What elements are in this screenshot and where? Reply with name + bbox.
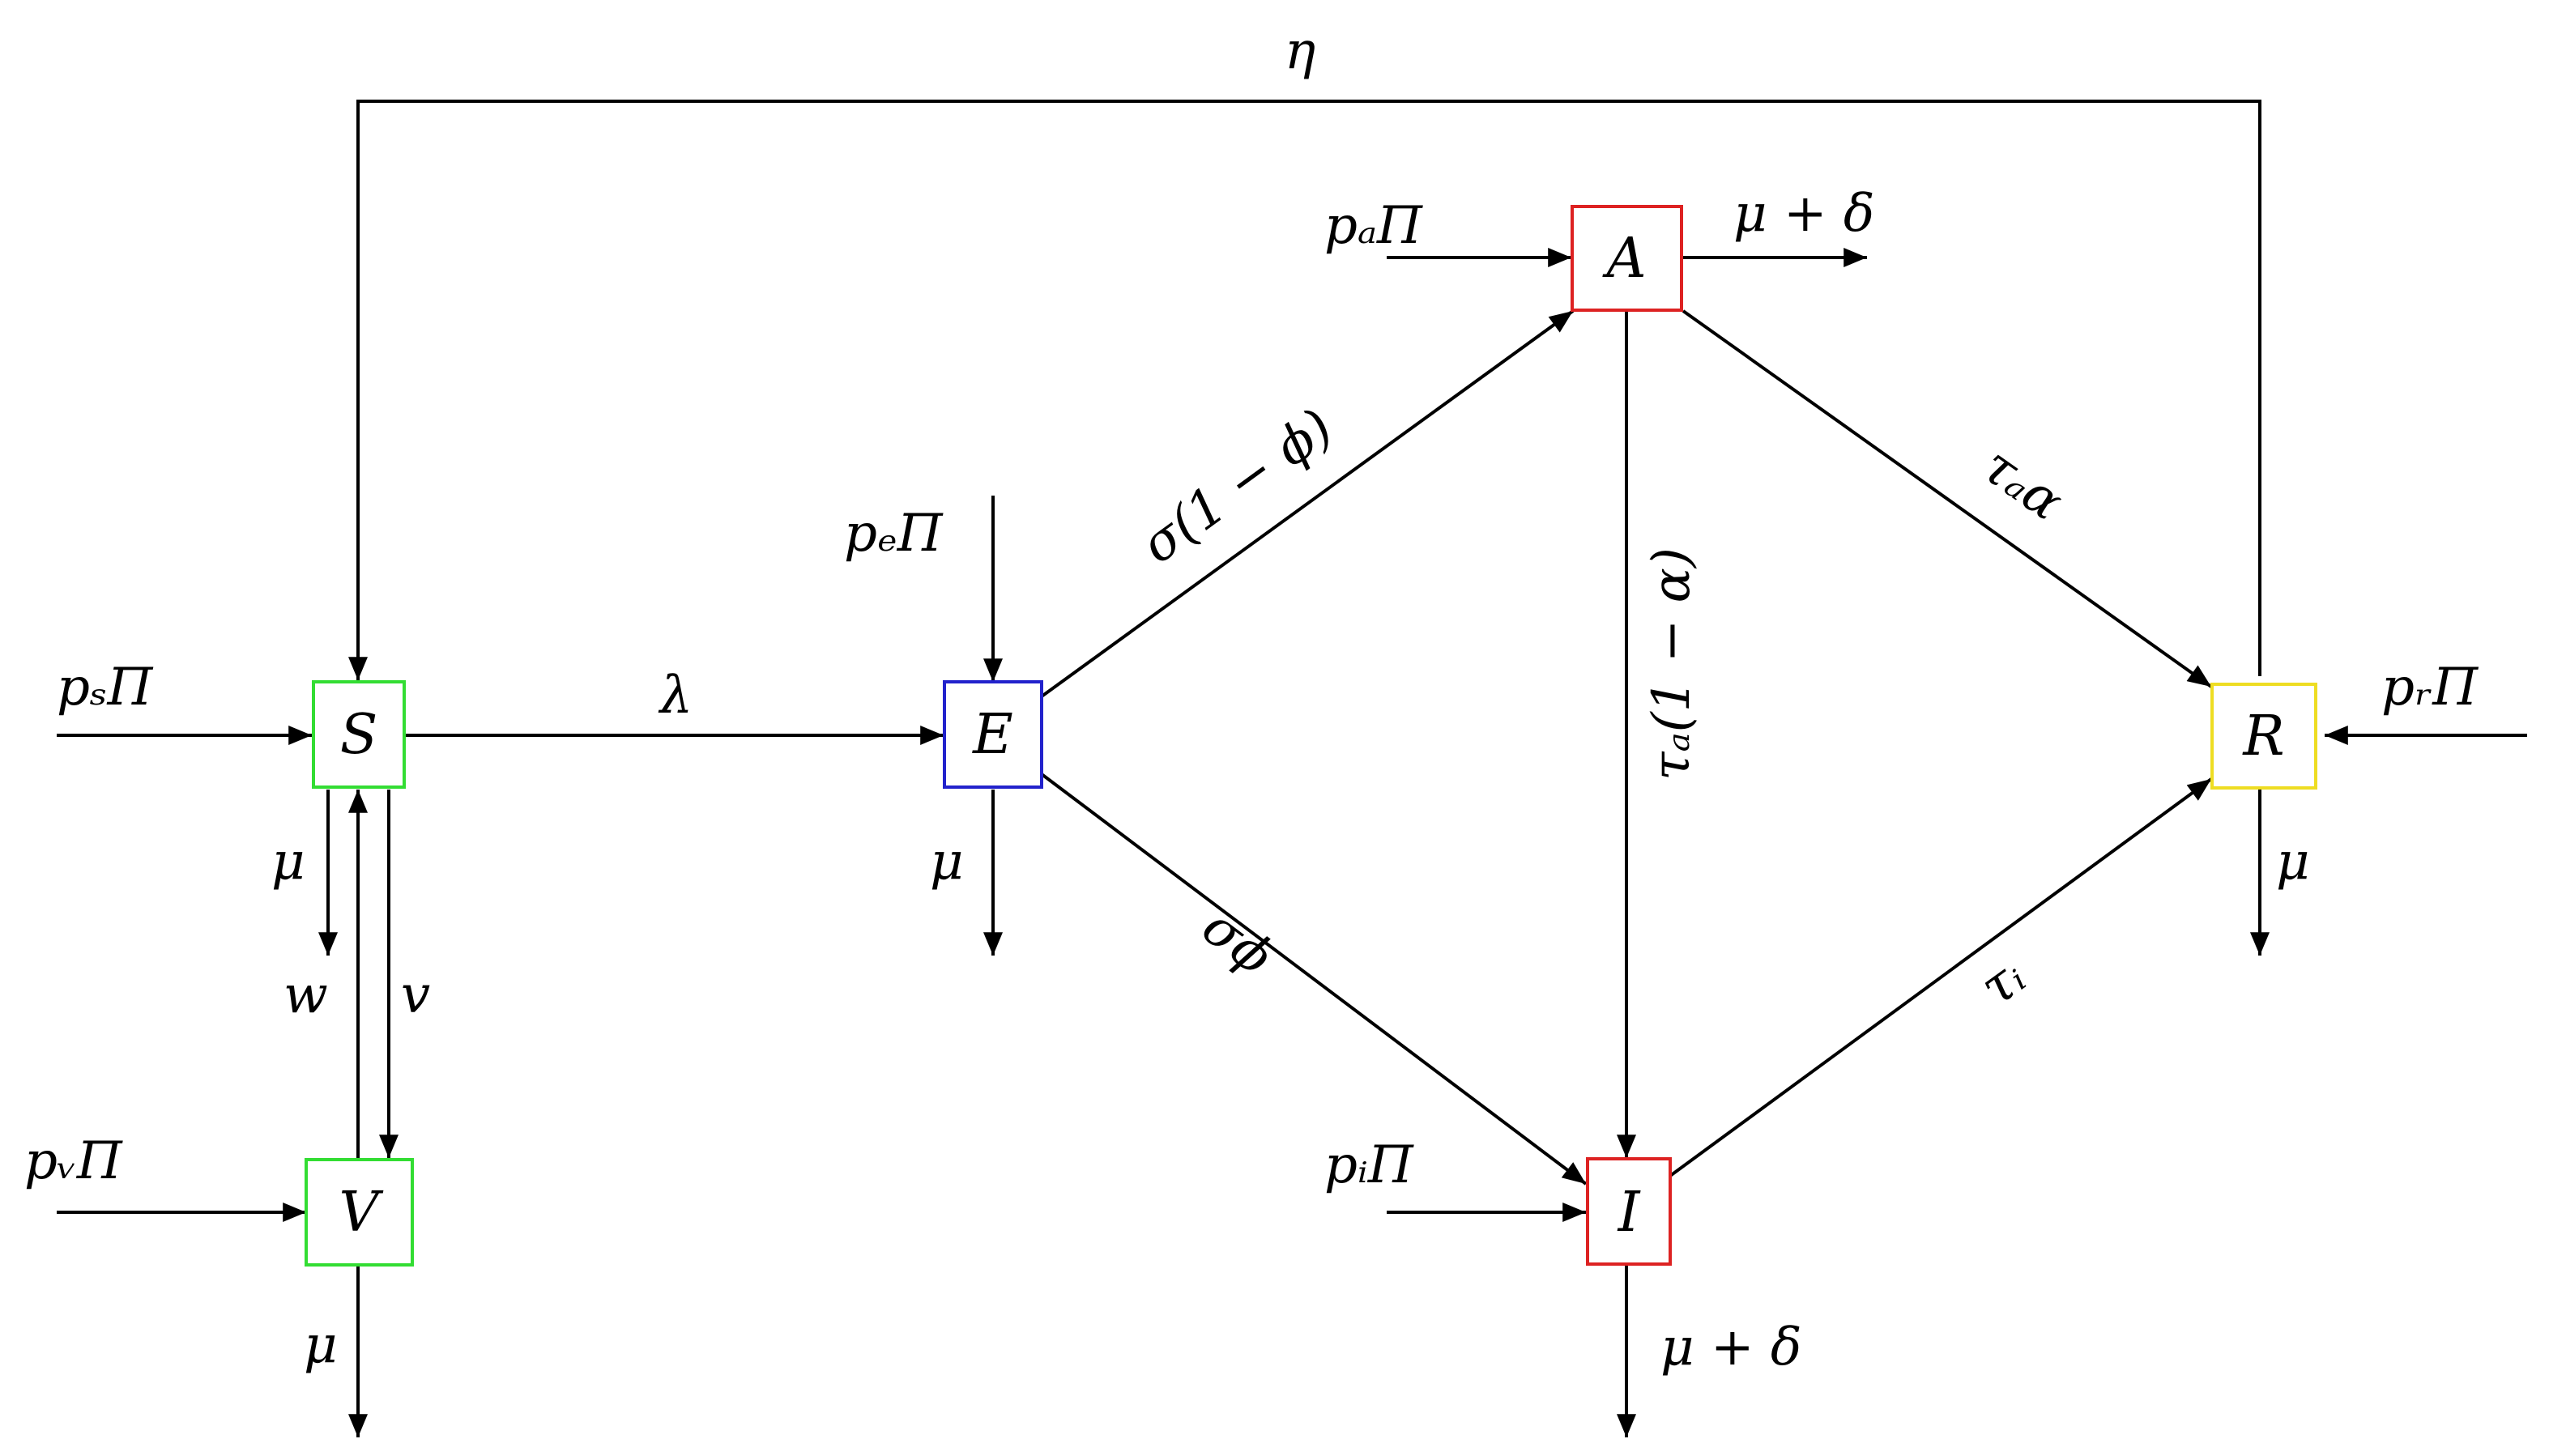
label-pv-pi: pᵥΠ [24,1131,123,1191]
label-mu-R: μ [2276,832,2310,892]
label-tau-i: τᵢ [1969,947,2036,1018]
node-V-label: V [339,1181,383,1245]
label-mu-delta-I: μ + δ [1660,1318,1801,1377]
node-R-label: R [2241,705,2284,768]
edge-eta [348,100,2261,680]
edge-I-R [1669,777,2213,1177]
label-pr-pi: pᵣΠ [2381,658,2479,717]
label-mu-S: μ [271,832,305,892]
label-pa-pi: pₐΠ [1324,196,1423,256]
label-v: v [401,965,430,1025]
label-eta: η [1285,21,1315,81]
edge-labels: η pₛΠ pᵥΠ pₑΠ pₐΠ pᵢΠ pᵣΠ λ σ(1 − ϕ) σϕ … [24,21,2479,1377]
label-tau-a-alpha: τₐα [1971,436,2074,532]
label-w: w [283,965,328,1025]
node-A: A [1571,205,1683,312]
edges [57,100,2527,1437]
label-sigma-1-phi: σ(1 − ϕ) [1131,398,1345,576]
node-E-label: E [971,703,1013,767]
label-sigma-phi: σϕ [1191,896,1284,987]
node-S: S [312,680,406,789]
node-V: V [305,1158,414,1267]
label-mu-V: μ [304,1315,338,1375]
label-tau-a-1-alpha: τₐ(1 − α) [1642,547,1702,781]
node-S-label: S [340,703,378,767]
label-mu-delta-A: μ + δ [1733,184,1874,244]
label-pe-pi: pₑΠ [844,504,944,564]
label-mu-E: μ [930,832,964,892]
node-E: E [943,680,1043,789]
edge-E-A [1040,309,1575,698]
node-I: I [1586,1157,1672,1266]
label-ps-pi: pₛΠ [57,658,154,717]
label-pi-pi: pᵢΠ [1324,1135,1414,1195]
label-lambda: λ [658,666,693,726]
node-R: R [2210,683,2317,790]
node-I-label: I [1617,1181,1641,1245]
edge-A-R [1682,309,2213,688]
edge-E-I [1040,773,1588,1186]
node-A-label: A [1601,227,1646,291]
